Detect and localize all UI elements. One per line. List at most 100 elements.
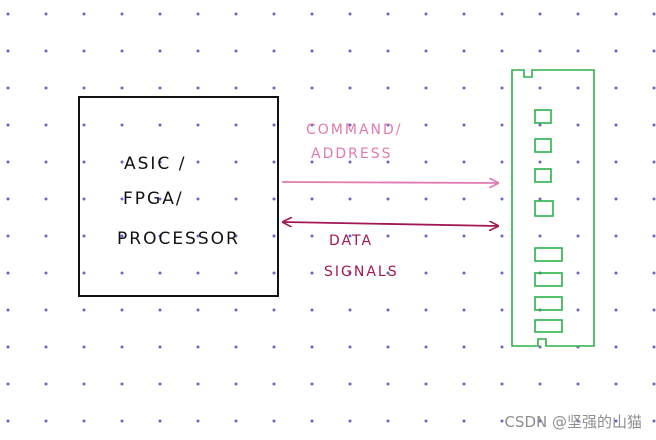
grid-dot — [500, 271, 504, 275]
grid-dot — [500, 419, 504, 423]
grid-dot — [6, 271, 10, 275]
grid-dot — [196, 197, 200, 201]
grid-dot — [500, 160, 504, 164]
processor-block: ASIC / FPGA/ PROCESSOR — [78, 96, 279, 297]
grid-dot — [196, 308, 200, 312]
grid-dot — [386, 345, 390, 349]
grid-dot — [348, 345, 352, 349]
memory-module-outline — [511, 69, 595, 347]
grid-dot — [158, 234, 162, 238]
grid-dot — [310, 86, 314, 90]
grid-dot — [538, 49, 542, 53]
grid-dot — [386, 123, 390, 127]
grid-dot — [614, 160, 618, 164]
grid-dot — [6, 49, 10, 53]
grid-dot — [538, 419, 542, 423]
grid-dot — [82, 123, 86, 127]
grid-dot — [272, 123, 276, 127]
grid-dot — [6, 160, 10, 164]
grid-dot — [424, 12, 428, 16]
grid-dot — [158, 345, 162, 349]
grid-dot — [576, 419, 580, 423]
grid-dot — [500, 12, 504, 16]
grid-dot — [82, 419, 86, 423]
grid-dot — [348, 308, 352, 312]
grid-dot — [386, 308, 390, 312]
grid-dot — [348, 197, 352, 201]
grid-dot — [424, 271, 428, 275]
grid-dot — [538, 197, 542, 201]
grid-dot — [500, 86, 504, 90]
grid-dot — [44, 271, 48, 275]
grid-dot — [462, 419, 466, 423]
grid-dot — [310, 123, 314, 127]
command-address-connection: COMMAND/ ADDRESS — [281, 122, 498, 183]
grid-dot — [272, 197, 276, 201]
grid-dot — [652, 86, 656, 90]
grid-dot — [424, 123, 428, 127]
grid-dot — [6, 12, 10, 16]
command-label-line-1: COMMAND/ — [306, 122, 403, 138]
grid-dot — [44, 86, 48, 90]
memory-chip — [534, 319, 563, 333]
grid-dot — [120, 308, 124, 312]
grid-dot — [652, 49, 656, 53]
grid-dot — [462, 12, 466, 16]
grid-dot — [652, 234, 656, 238]
grid-dot — [614, 345, 618, 349]
grid-dot — [196, 160, 200, 164]
grid-dot — [272, 419, 276, 423]
processor-box — [78, 96, 279, 297]
grid-dot — [120, 234, 124, 238]
grid-dot — [196, 271, 200, 275]
grid-dot — [272, 86, 276, 90]
grid-dot — [652, 345, 656, 349]
grid-dot — [576, 382, 580, 386]
grid-dot — [538, 234, 542, 238]
grid-dot — [462, 197, 466, 201]
memory-chip — [534, 109, 552, 124]
grid-dot — [234, 49, 238, 53]
grid-dot — [6, 86, 10, 90]
memory-chip — [534, 200, 554, 217]
grid-dot — [424, 382, 428, 386]
grid-dot — [44, 49, 48, 53]
grid-dot — [310, 197, 314, 201]
grid-dot — [234, 308, 238, 312]
grid-dot — [538, 160, 542, 164]
grid-dot — [386, 160, 390, 164]
grid-dot — [500, 234, 504, 238]
grid-dot — [196, 382, 200, 386]
grid-dot — [120, 160, 124, 164]
grid-dot — [462, 49, 466, 53]
grid-dot — [120, 86, 124, 90]
grid-dot — [424, 345, 428, 349]
grid-dot — [614, 12, 618, 16]
grid-dot — [82, 160, 86, 164]
grid-dot — [538, 123, 542, 127]
grid-dot — [120, 123, 124, 127]
grid-dot — [576, 123, 580, 127]
grid-dot — [614, 271, 618, 275]
grid-dot — [272, 49, 276, 53]
grid-dot — [310, 234, 314, 238]
grid-dot — [652, 123, 656, 127]
grid-dot — [44, 123, 48, 127]
grid-dot — [614, 49, 618, 53]
grid-dot — [234, 345, 238, 349]
grid-dot — [500, 345, 504, 349]
grid-dot — [234, 12, 238, 16]
grid-dot — [652, 12, 656, 16]
grid-dot — [386, 197, 390, 201]
grid-dot — [348, 12, 352, 16]
grid-dot — [234, 382, 238, 386]
grid-dot — [310, 160, 314, 164]
grid-dot — [462, 86, 466, 90]
grid-dot — [6, 345, 10, 349]
grid-dot — [424, 234, 428, 238]
grid-dot — [120, 271, 124, 275]
grid-dot — [6, 382, 10, 386]
grid-dot — [272, 308, 276, 312]
grid-dot — [158, 86, 162, 90]
memory-chip — [534, 272, 563, 287]
